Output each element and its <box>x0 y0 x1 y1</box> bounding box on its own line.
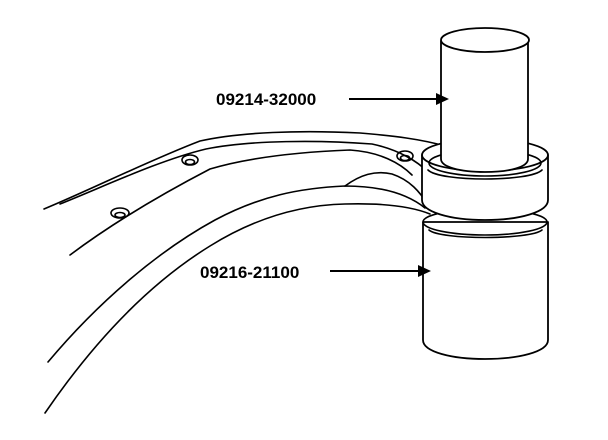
mounting-hole-left <box>110 207 130 219</box>
upper-tool-cylinder <box>440 27 530 173</box>
leader-arrow-lower <box>330 265 431 277</box>
mounting-hole-right <box>396 150 414 162</box>
upper-tool-part-number: 09214-32000 <box>216 90 317 109</box>
leader-arrow-upper <box>349 93 449 105</box>
lower-tool-cylinder <box>422 208 549 360</box>
mounting-hole-center <box>181 154 199 166</box>
lower-tool-part-number: 09216-21100 <box>200 263 300 282</box>
lower-control-arm <box>43 130 446 414</box>
